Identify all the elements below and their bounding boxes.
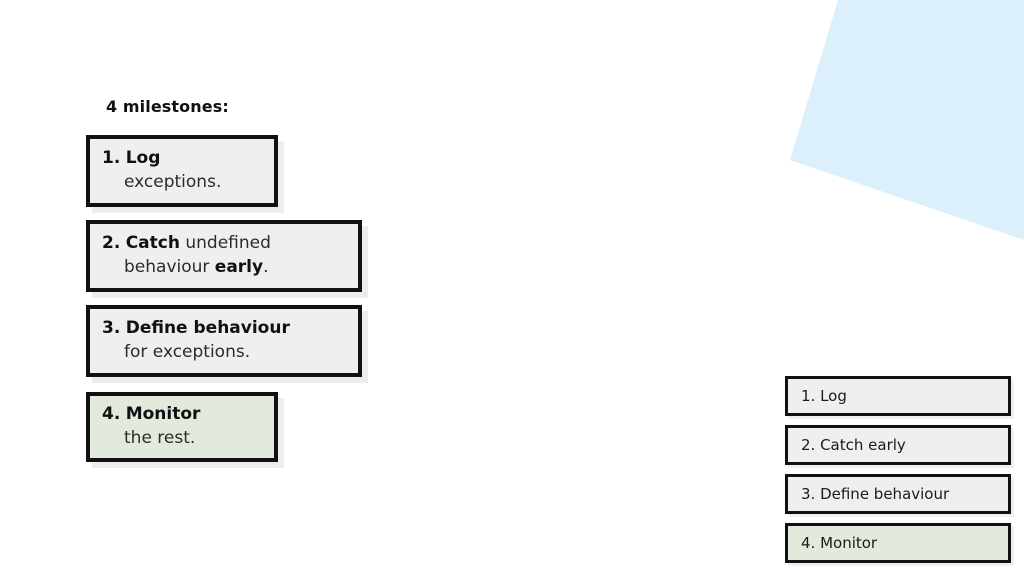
- milestone-card-2-number: 2.: [102, 233, 121, 253]
- milestone-card-3-line-2: for exceptions.: [102, 340, 346, 364]
- page-title: 4 milestones:: [106, 97, 229, 116]
- summary-list-item-4[interactable]: 4. Monitor: [785, 523, 1011, 563]
- milestone-card-1-strong: Log: [125, 148, 161, 168]
- milestone-card-4-strong: Monitor: [125, 404, 201, 424]
- milestone-card-1-line-2: exceptions.: [102, 170, 262, 194]
- milestone-card-2-line-2: behaviour early.: [102, 255, 346, 279]
- milestone-card-3-strong: Define behaviour: [125, 318, 290, 338]
- milestone-card-1-line2-light: exceptions.: [124, 172, 222, 192]
- milestone-card-4-line-1: 4. Monitor: [102, 402, 262, 426]
- milestone-card-4-line-2: the rest.: [102, 426, 262, 450]
- milestone-card-1[interactable]: 1. Log exceptions.: [86, 135, 278, 207]
- blue-angled-panel-shape: [790, 0, 1024, 240]
- milestone-card-1-line-1: 1. Log: [102, 146, 262, 170]
- milestone-card-2-line-1: 2. Catch undefined: [102, 231, 346, 255]
- milestone-card-4-line2-light: the rest.: [124, 428, 196, 448]
- milestone-card-3-line-1: 3. Define behaviour: [102, 316, 346, 340]
- milestone-card-2-line2-strong: early: [214, 257, 264, 277]
- milestone-card-1-number: 1.: [102, 148, 121, 168]
- milestone-card-2-strong: Catch: [125, 233, 180, 253]
- milestone-card-3-line2-light: for exceptions.: [124, 342, 251, 362]
- summary-list-item-2-label: 2. Catch early: [801, 436, 906, 454]
- summary-list-item-3[interactable]: 3. Define behaviour: [785, 474, 1011, 514]
- milestone-card-3[interactable]: 3. Define behaviour for exceptions.: [86, 305, 362, 377]
- milestone-card-3-number: 3.: [102, 318, 121, 338]
- summary-list: 1. Log 2. Catch early 3. Define behaviou…: [785, 376, 1011, 563]
- milestone-card-2-line2-tail: .: [263, 257, 269, 277]
- milestone-card-2[interactable]: 2. Catch undefined behaviour early.: [86, 220, 362, 292]
- milestone-card-4-number: 4.: [102, 404, 121, 424]
- summary-list-item-1-label: 1. Log: [801, 387, 847, 405]
- summary-list-item-1[interactable]: 1. Log: [785, 376, 1011, 416]
- summary-list-item-2[interactable]: 2. Catch early: [785, 425, 1011, 465]
- milestone-card-4[interactable]: 4. Monitor the rest.: [86, 392, 278, 462]
- milestone-card-2-light: undefined: [179, 233, 271, 253]
- milestone-card-2-line2-light: behaviour: [124, 257, 215, 277]
- summary-list-item-3-label: 3. Define behaviour: [801, 485, 950, 503]
- summary-list-item-4-label: 4. Monitor: [801, 534, 878, 552]
